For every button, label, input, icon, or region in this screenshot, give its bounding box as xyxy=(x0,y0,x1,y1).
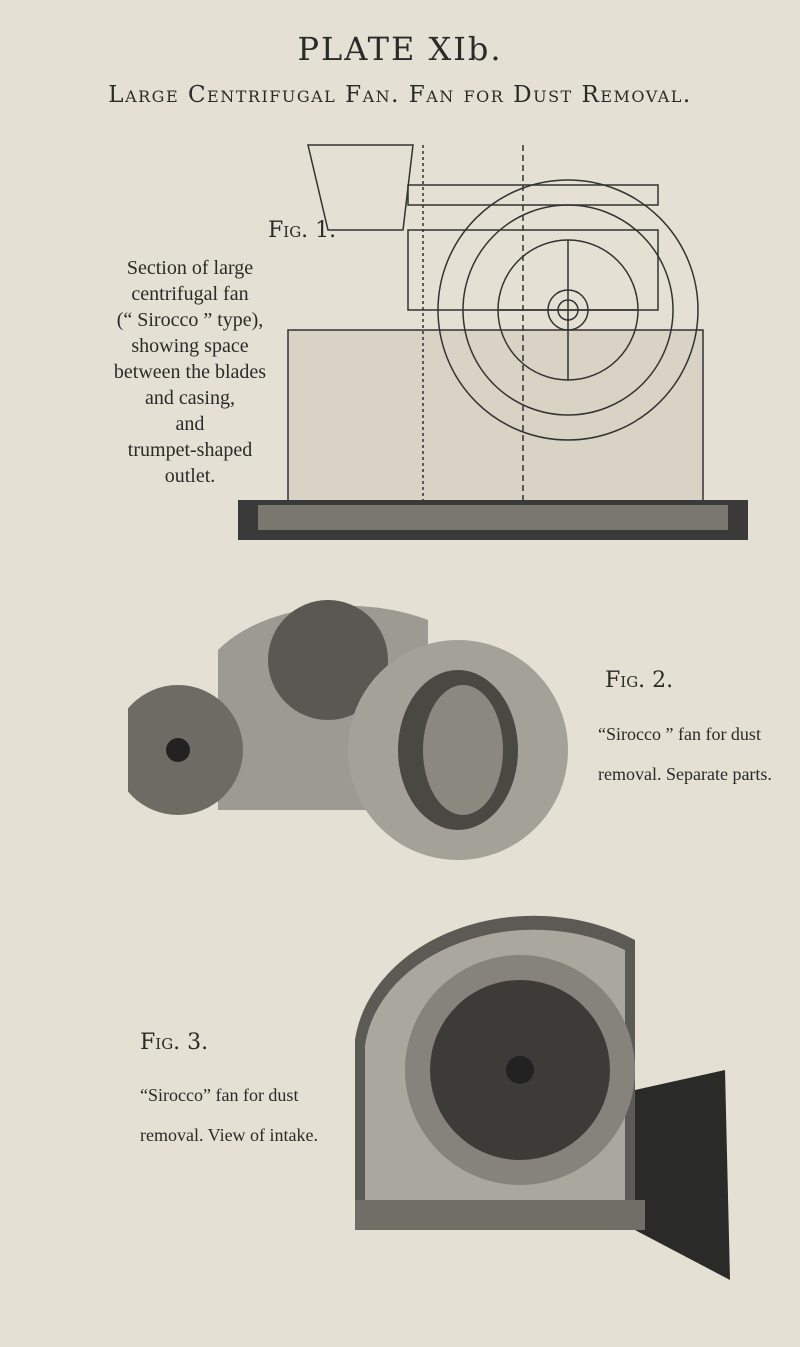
fig2-photo xyxy=(128,600,568,860)
caption-line: outlet. xyxy=(164,465,216,487)
fig3-photo xyxy=(355,915,730,1280)
caption-line: Section of large xyxy=(126,257,254,279)
plate-subtitle: Large Centrifugal Fan. Fan for Dust Remo… xyxy=(108,82,692,108)
caption-line: trumpet-shaped xyxy=(127,439,253,461)
fig3-caption-line-2: removal. View of intake. xyxy=(140,1125,319,1145)
plate-title: PLATE XIb. xyxy=(297,30,503,68)
caption-line: (“ Sirocco ” type), xyxy=(116,309,264,331)
fig2-caption-line-1: “Sirocco ” fan for dust xyxy=(598,724,761,744)
caption-line: and casing, xyxy=(145,387,235,409)
caption-line: showing space xyxy=(131,335,249,357)
fig1-caption: Section of large centrifugal fan (“ Siro… xyxy=(40,255,340,489)
fig2-caption-line-2: removal. Separate parts. xyxy=(598,764,772,784)
caption-line: between the blades xyxy=(113,361,267,383)
caption-line: centrifugal fan xyxy=(131,283,249,305)
fig2-label: Fig. 2. xyxy=(605,668,674,693)
fig1-label: Fig. 1. xyxy=(268,218,337,243)
fig3-caption-line-1: “Sirocco” fan for dust xyxy=(140,1085,299,1105)
fig3-label: Fig. 3. xyxy=(140,1030,209,1055)
caption-line: and xyxy=(175,413,205,435)
fig1-section-drawing xyxy=(238,144,748,540)
